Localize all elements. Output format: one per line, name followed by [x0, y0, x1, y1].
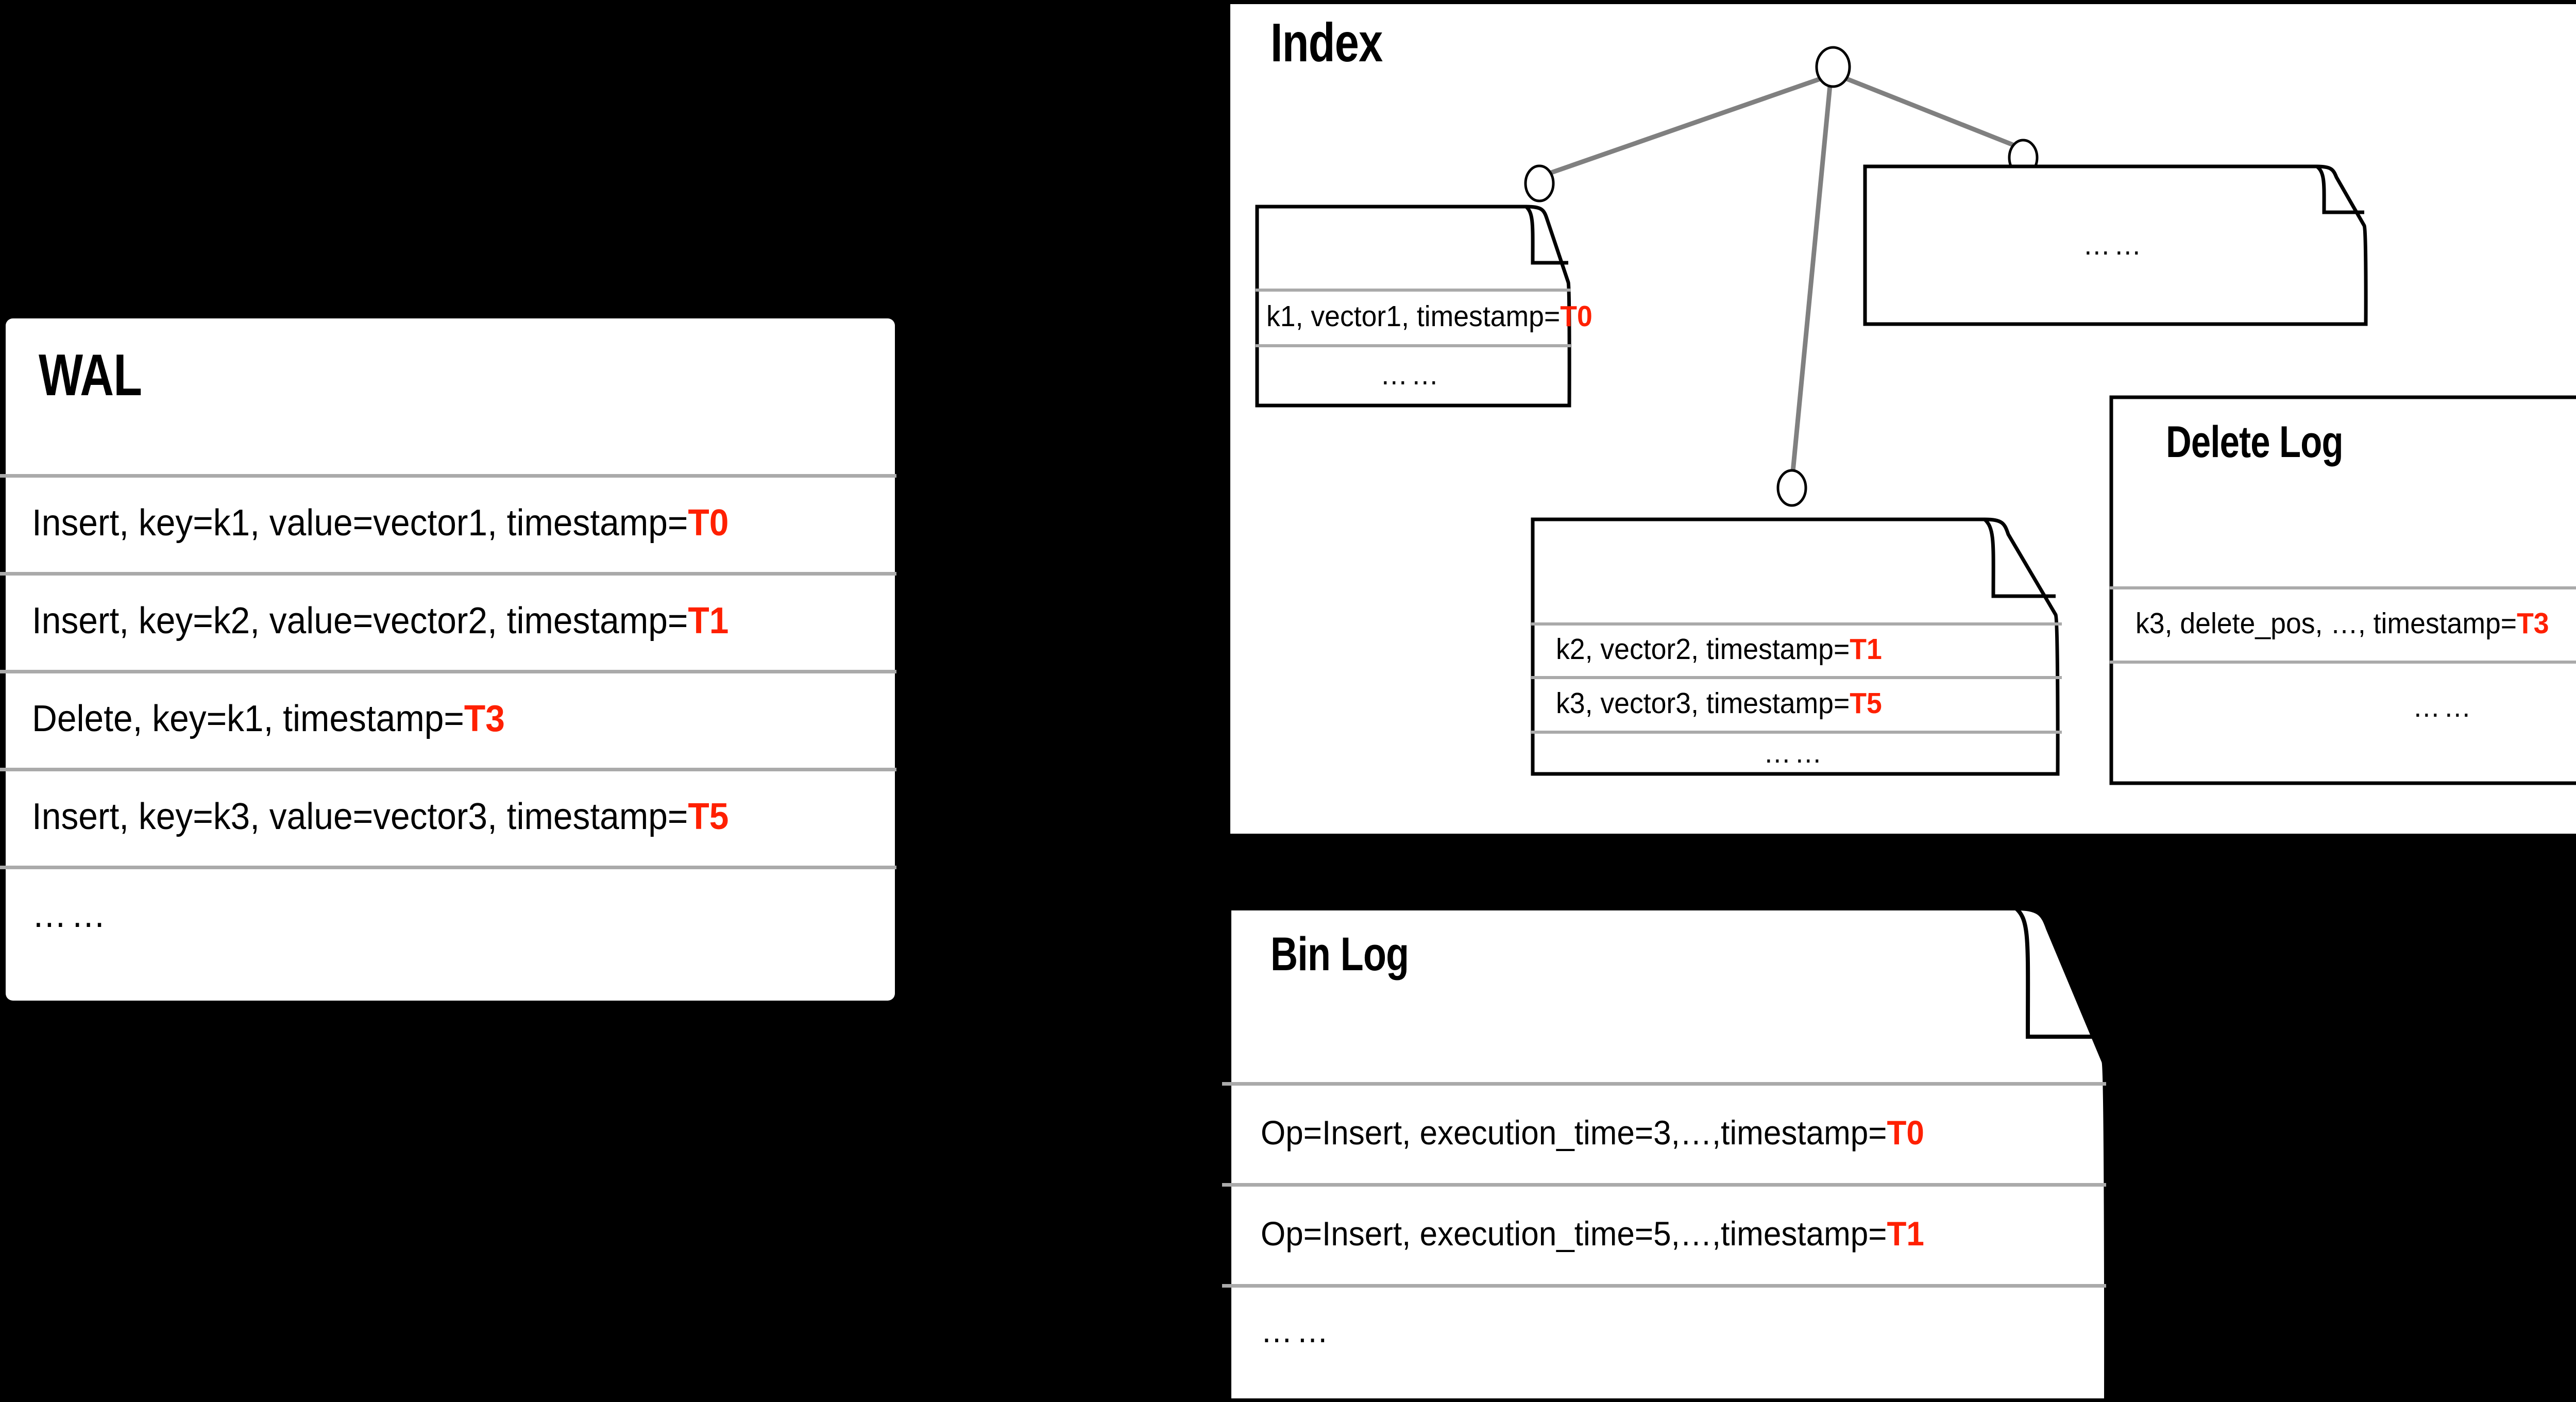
bin-log-panel: [1227, 906, 2227, 1402]
wal-row: Delete, key=k1, timestamp=T3: [32, 670, 887, 768]
delete-log-divider-1: [2110, 586, 2576, 589]
wal-row: Insert, key=k2, value=vector2, timestamp…: [32, 572, 887, 670]
wal-row: Insert, key=k1, value=vector1, timestamp…: [32, 474, 887, 572]
folded-corner: [1524, 205, 1568, 265]
wal-row-timestamp: T5: [688, 796, 729, 837]
document-shape: [1863, 164, 2368, 326]
delete-log-row: ……: [2110, 661, 2576, 753]
bin-log-title: Bin Log: [1270, 928, 1409, 981]
document-shape: [1255, 205, 1571, 408]
wal-row-timestamp: T0: [688, 502, 729, 544]
index-leaf-k1-row: ……: [1256, 344, 1571, 405]
index-leaf-k2k3-row: k2, vector2, timestamp=T1: [1556, 622, 2050, 676]
wal-divider-5: [0, 866, 896, 869]
index-leaf-k1-divider-1: [1256, 289, 1571, 292]
bin-log-divider-1: [1222, 1082, 2106, 1086]
index-leaf-other-row: ……: [1863, 196, 2368, 294]
folded-corner: [2315, 165, 2364, 214]
wal-row-text: Insert, key=k2, value=vector2, timestamp…: [32, 600, 688, 641]
bin-log-row-text: Op=Insert, execution_time=3,…,timestamp=: [1261, 1113, 1887, 1152]
folded-corner: [2014, 906, 2104, 1039]
delete-log-row-text: k3, delete_pos, …, timestamp=: [2136, 607, 2517, 640]
delete-log-panel: [2109, 395, 2576, 785]
index-leaf-k2k3-row: k3, vector3, timestamp=T5: [1556, 676, 2050, 731]
index-leaf-k1: [1255, 205, 1571, 408]
document-shape: [1531, 517, 2060, 776]
index-leaf-other: [1863, 164, 2368, 326]
delete-log-row-text: ……: [2413, 690, 2475, 723]
bin-log-row: Op=Insert, execution_time=5,…,timestamp=…: [1261, 1183, 2100, 1284]
document-shape: [2109, 395, 2576, 785]
index-leaf-k1-row-timestamp: T0: [1560, 300, 1592, 333]
index-leaf-k2k3-divider-1: [1531, 622, 2062, 626]
index-leaf-k1-divider-2: [1256, 344, 1571, 347]
index-leaf-k2k3-row-timestamp: T1: [1850, 633, 1882, 666]
wal-row-text: Insert, key=k3, value=vector3, timestamp…: [32, 796, 688, 837]
index-leaf-other-row-text: ……: [2083, 228, 2145, 261]
index-leaf-k2k3-row-timestamp: T5: [1850, 687, 1882, 720]
delete-log-row: k3, delete_pos, …, timestamp=T3: [2136, 586, 2576, 661]
bin-log-row-timestamp: T1: [1887, 1214, 1924, 1253]
bin-log-divider-2: [1222, 1183, 2106, 1187]
wal-divider-1: [0, 474, 896, 478]
wal-panel: [6, 318, 895, 1001]
delete-log-divider-2: [2110, 661, 2576, 664]
index-leaf-k2k3-row-text: k3, vector3, timestamp=: [1556, 687, 1850, 720]
wal-title: WAL: [39, 343, 142, 408]
wal-divider-2: [0, 572, 896, 576]
bin-log-row-text: Op=Insert, execution_time=5,…,timestamp=: [1261, 1214, 1887, 1253]
index-leaf-k2k3-row-text: k2, vector2, timestamp=: [1556, 633, 1850, 666]
wal-divider-3: [0, 670, 896, 673]
index-leaf-k1-row: k1, vector1, timestamp=T0: [1266, 289, 1592, 344]
wal-row: ……: [32, 866, 887, 964]
index-leaf-k2k3-row-text: ……: [1764, 736, 1826, 769]
index-leaf-k2k3-divider-3: [1531, 731, 2062, 734]
bin-log-row: Op=Insert, execution_time=3,…,timestamp=…: [1261, 1082, 2100, 1183]
wal-row-text: Insert, key=k1, value=vector1, timestamp…: [32, 502, 688, 544]
wal-divider-4: [0, 768, 896, 771]
index-title: Index: [1270, 12, 1383, 73]
delete-log-row-timestamp: T3: [2517, 607, 2549, 640]
folded-corner: [1983, 518, 2056, 598]
index-leaf-k2k3: [1531, 517, 2062, 776]
index-leaf-k1-row-text: k1, vector1, timestamp=: [1266, 300, 1561, 333]
wal-row-timestamp: T1: [688, 600, 729, 641]
wal-row-text: ……: [32, 894, 110, 935]
wal-row: Insert, key=k3, value=vector3, timestamp…: [32, 768, 887, 866]
index-leaf-k2k3-row: ……: [1531, 731, 2062, 775]
bin-log-row: ……: [1261, 1284, 2100, 1377]
bin-log-divider-3: [1222, 1284, 2106, 1288]
index-leaf-k2k3-divider-2: [1531, 676, 2062, 679]
document-shape: [1227, 906, 2109, 1402]
wal-row-text: Delete, key=k1, timestamp=: [32, 698, 464, 739]
bin-log-row-timestamp: T0: [1887, 1113, 1924, 1152]
wal-row-timestamp: T3: [464, 698, 505, 739]
delete-log-title: Delete Log: [2166, 417, 2343, 467]
index-leaf-k1-row-text: ……: [1380, 358, 1443, 391]
bin-log-row-text: ……: [1261, 1311, 1332, 1349]
